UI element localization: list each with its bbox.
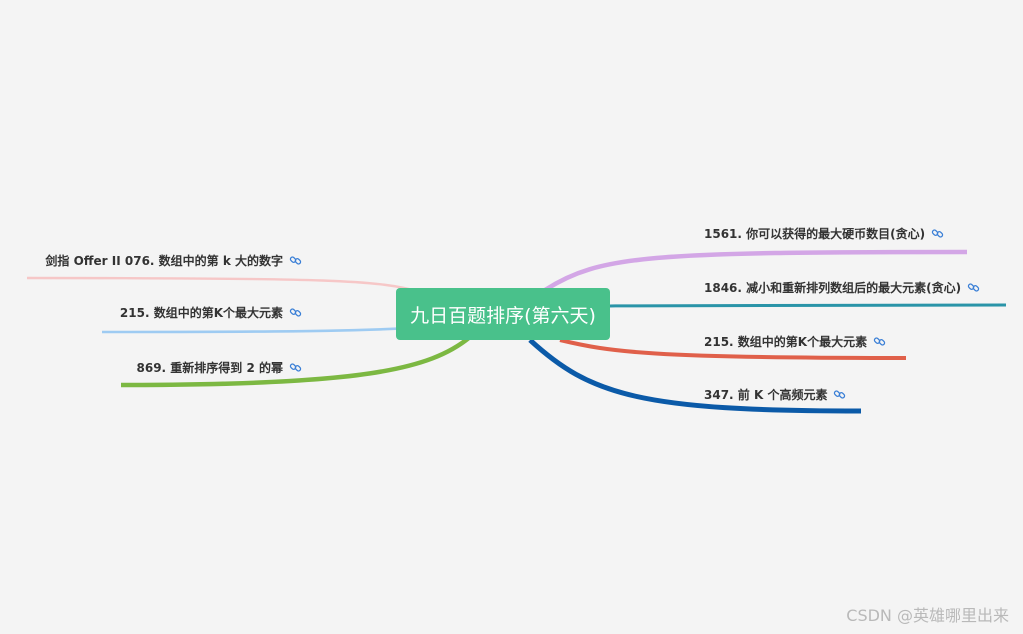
root-topic-label: 九日百题排序(第六天) [410, 304, 596, 327]
topic-right-3[interactable]: 347. 前 K 个高频元素 [704, 385, 846, 403]
connector-left-2 [120, 335, 472, 388]
topic-right-1[interactable]: 1846. 减小和重新排列数组后的最大元素(贪心) [704, 278, 980, 296]
topic-label: 215. 数组中的第K个最大元素 [704, 334, 868, 349]
link-icon[interactable] [289, 254, 302, 267]
link-icon[interactable] [289, 306, 302, 319]
topic-label: 869. 重新排序得到 2 的幂 [136, 360, 284, 375]
connector-right-0 [543, 249, 968, 292]
topic-right-2[interactable]: 215. 数组中的第K个最大元素 [704, 332, 886, 350]
topic-right-0[interactable]: 1561. 你可以获得的最大硬币数目(贪心) [704, 224, 944, 242]
connector-right-3 [528, 338, 862, 414]
topic-left-0[interactable]: 剑指 Offer II 076. 数组中的第 k 大的数字 [45, 251, 302, 269]
link-icon[interactable] [289, 361, 302, 374]
watermark: CSDN @英雄哪里出来 [846, 606, 1009, 625]
topic-label: 剑指 Offer II 076. 数组中的第 k 大的数字 [45, 253, 283, 268]
link-icon[interactable] [873, 335, 886, 348]
connector-left-1 [101, 326, 413, 334]
topic-left-2[interactable]: 869. 重新排序得到 2 的幂 [137, 358, 303, 376]
link-icon[interactable] [931, 227, 944, 240]
topic-label: 1561. 你可以获得的最大硬币数目(贪心) [704, 226, 926, 241]
topic-label: 1846. 减小和重新排列数组后的最大元素(贪心) [704, 280, 962, 295]
root-topic[interactable]: 九日百题排序(第六天) [396, 288, 610, 340]
connector-right-1 [609, 303, 1007, 308]
link-icon[interactable] [967, 281, 980, 294]
topic-left-1[interactable]: 215. 数组中的第K个最大元素 [120, 303, 302, 321]
connector-right-2 [559, 338, 907, 360]
link-icon[interactable] [833, 388, 846, 401]
connector-left-0 [26, 276, 421, 294]
topic-label: 215. 数组中的第K个最大元素 [119, 305, 283, 320]
topic-label: 347. 前 K 个高频元素 [704, 387, 828, 402]
